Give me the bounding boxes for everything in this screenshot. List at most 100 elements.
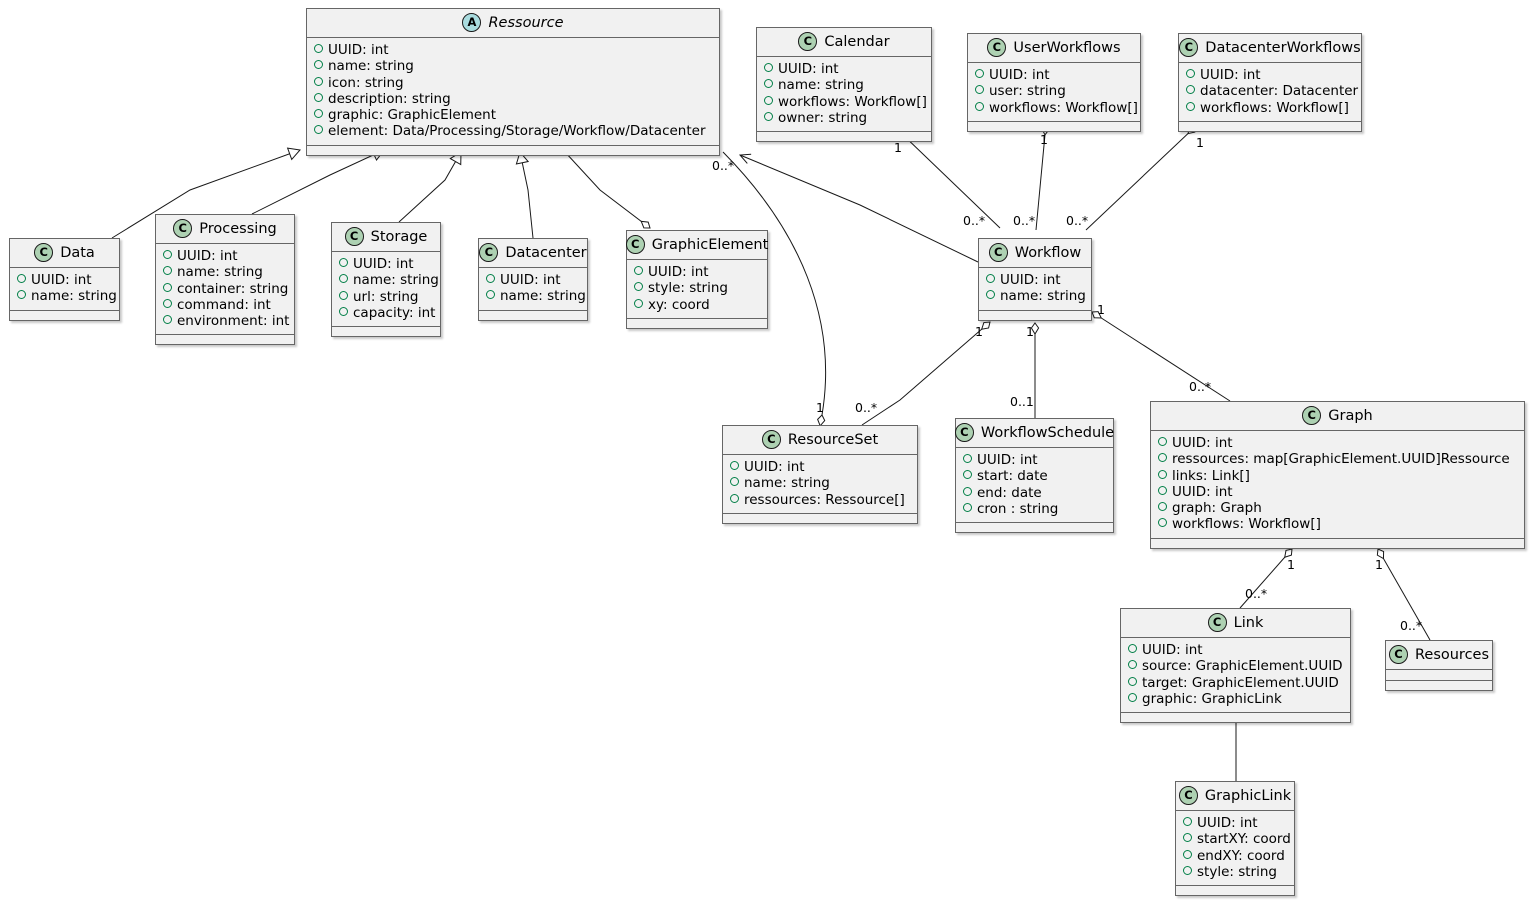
class-methods-calendar [757,132,931,142]
public-visibility-icon [963,454,972,463]
class-methods-graph [1151,538,1524,548]
class-attribute: UUID: int [1186,67,1355,83]
class-attribute-label: cron : string [977,500,1059,517]
class-title-data: Data [60,244,95,261]
class-icon: C [1207,613,1227,632]
cardinality-label-c-wf-top-mid: 0..* [1013,213,1036,228]
class-title-calendar: Calendar [824,33,890,50]
public-visibility-icon [634,282,643,292]
class-icon: C [344,227,364,246]
public-visibility-icon [163,298,172,308]
class-attribute: source: GraphicElement.UUID [1128,658,1344,674]
public-visibility-icon [1183,833,1192,843]
class-attribute: endXY: coord [1183,848,1288,864]
class-attribute: workflows: Workflow[] [1158,516,1518,532]
class-attribute: environment: int [163,313,289,329]
edge-processing-inherits-ressource [251,148,385,215]
cardinality-label-c-wf-top-left: 0..* [963,213,986,228]
public-visibility-icon [764,111,773,121]
class-attribute: user: string [975,83,1134,99]
public-visibility-icon [1128,644,1137,653]
class-attribute: icon: string [314,75,713,91]
public-visibility-icon [1183,865,1192,875]
class-methods-graphiclink [1176,886,1294,896]
class-attribute-label: url: string [353,288,419,305]
public-visibility-icon [314,109,323,119]
public-visibility-icon [339,306,348,316]
class-methods-storage [332,327,440,337]
class-methods-processing [156,335,294,345]
cardinality-label-c-rset-assoc: 0..* [855,400,878,415]
class-attribute: element: Data/Processing/Storage/Workflo… [314,123,713,139]
class-attribute: UUID: int [314,42,713,58]
class-attribute-label: UUID: int [648,264,709,280]
cardinality-label-c-dcworkflows: 1 [1196,135,1204,150]
class-attribute: capacity: int [339,304,436,321]
cardinality-label-c-resources-0n: 0..* [1400,618,1423,633]
class-methods-graphicelement [627,318,767,328]
public-visibility-icon [634,298,643,308]
class-methods-resourceset [723,513,917,523]
class-attribute-label: start: date [977,468,1048,485]
class-attribute-label: icon: string [328,74,404,91]
class-title-userworkflows: UserWorkflows [1013,39,1121,56]
class-attribute: UUID: int [1128,642,1344,658]
class-attribute-label: UUID: int [1172,483,1233,500]
class-attribute: UUID: int [163,248,288,264]
class-attribute-label: startXY: coord [1197,831,1291,848]
class-attribute-label: ressources: Ressource[] [744,491,905,508]
edge-datacenterworkflows-workflow [1085,125,1197,231]
class-attribute: name: string [339,272,439,288]
public-visibility-icon [764,95,773,105]
public-visibility-icon [975,85,984,95]
class-attribute-label: description: string [328,90,451,107]
public-visibility-icon [163,282,172,292]
cardinality-label-c-calendar: 1 [894,140,902,155]
class-icon: C [1388,645,1408,664]
class-attribute-label: owner: string [778,109,868,126]
public-visibility-icon [339,290,348,300]
public-visibility-icon [1186,69,1195,78]
cardinality-label-c-graph-in: 0..* [1189,379,1212,394]
class-icon: C [987,38,1007,57]
class-title-graphicelement: GraphicElement [651,236,769,253]
class-attribute: graphic: GraphicElement [314,107,713,123]
class-attribute: name: string [486,288,586,304]
class-attribute-label: name: string [1000,288,1086,305]
class-attribute-label: capacity: int [353,304,436,321]
class-icon: C [625,235,645,254]
class-attribute-label: graph: Graph [1172,500,1262,517]
class-attribute: UUID: int [634,264,761,280]
class-attribute-label: name: string [744,475,830,492]
class-attribute: workflows: Workflow[] [975,100,1138,116]
class-attribute-label: UUID: int [1200,67,1261,83]
class-attribute-label: UUID: int [1142,642,1203,658]
class-attribute: UUID: int [1158,435,1518,451]
class-attribute-label: UUID: int [1000,272,1061,288]
class-attribute: UUID: int [975,67,1134,83]
public-visibility-icon [17,274,26,283]
